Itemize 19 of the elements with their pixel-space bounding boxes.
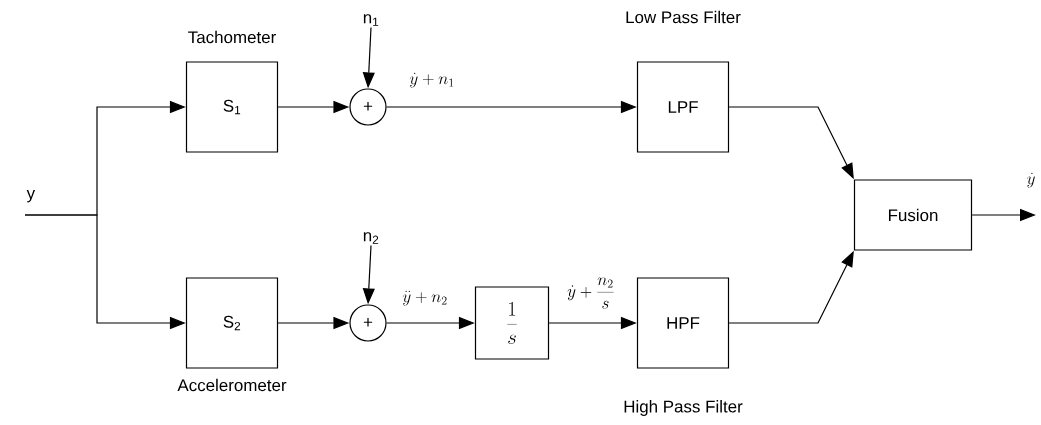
summing-junction: + — [349, 304, 387, 342]
box-caption: High Pass Filter — [624, 400, 743, 416]
box-caption: Low Pass Filter — [626, 10, 741, 24]
edge-label: $\dot{y}+\frac{n_{2}}{s}$ — [567, 277, 614, 309]
noise-label: n$_{2}$ — [363, 232, 379, 244]
fusion-block: Fusion — [853, 179, 973, 251]
integrator-block: $\frac{1}{s}$ — [474, 286, 550, 360]
noise-label: n$_{1}$ — [363, 14, 379, 26]
edge-label: $\dot{y}$ — [1027, 172, 1035, 188]
filter-block: HPF — [636, 277, 730, 369]
box-caption: Accelerometer — [177, 378, 287, 392]
summing-junction: + — [349, 88, 387, 126]
sensor-block: S$_{2}$ — [185, 277, 279, 369]
edge-label: $\dot{y}+n_{1}$ — [409, 72, 454, 88]
edge-label: $\ddot{y}+n_{2}$ — [402, 290, 447, 306]
sensor-block: S$_{1}$ — [185, 61, 279, 153]
filter-block: LPF — [636, 61, 730, 153]
box-caption: Tachometer — [188, 30, 276, 44]
input-label: y — [26, 189, 36, 203]
